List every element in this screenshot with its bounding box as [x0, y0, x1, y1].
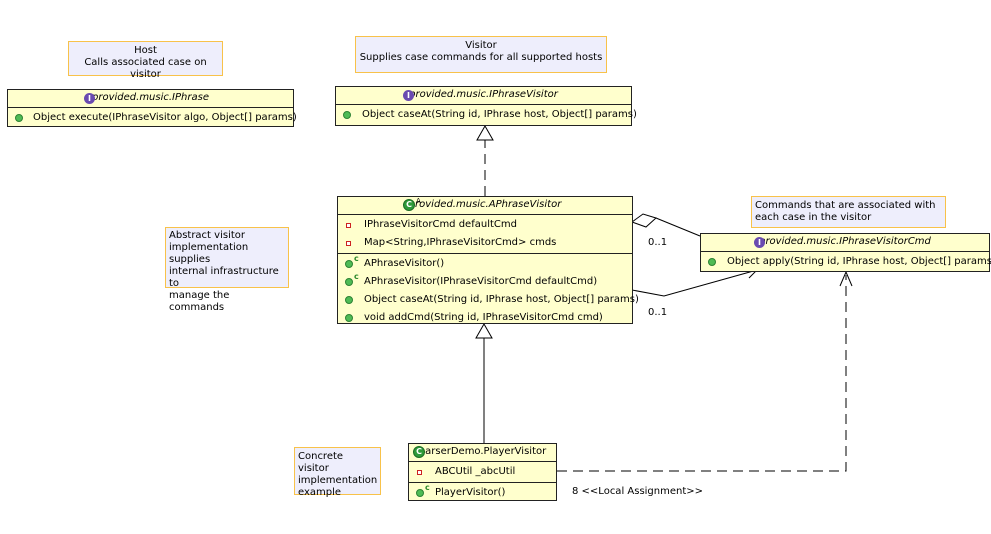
- public-method-icon: [343, 111, 351, 119]
- class-name: provided.music.IPhraseVisitorCmd: [759, 236, 931, 247]
- public-method-icon: [345, 278, 353, 286]
- note-commands-line-2: each case in the visitor: [755, 212, 872, 223]
- note-abstract: Abstract visitor implementation supplies…: [165, 227, 289, 313]
- note-host: Host Calls associated case on visitor: [68, 41, 223, 80]
- public-method-icon: [345, 260, 353, 268]
- methods-section: Object execute(IPhraseVisitor algo, Obje…: [8, 108, 297, 128]
- method-signature: Object apply(String id, IPhrase host, Ob…: [727, 256, 991, 267]
- field-row[interactable]: ABCUtil _abcUtil: [409, 463, 556, 481]
- method-row[interactable]: Object execute(IPhraseVisitor algo, Obje…: [8, 109, 297, 127]
- constructor-row[interactable]: c APhraseVisitor(IPhraseVisitorCmd defau…: [338, 272, 632, 291]
- note-host-line-2: Calls associated case on visitor: [84, 57, 207, 80]
- methods-section: c PlayerVisitor(): [409, 483, 556, 503]
- class-header: C parserDemo.PlayerVisitor: [409, 444, 556, 462]
- abstract-stereotype: A: [416, 197, 421, 205]
- class-name: provided.music.IPhraseVisitor: [409, 89, 558, 100]
- public-method-icon: [15, 114, 23, 122]
- note-abstract-line-2: implementation supplies: [169, 242, 249, 265]
- class-iphrase[interactable]: I provided.music.IPhrase Object execute(…: [7, 89, 297, 128]
- method-signature: APhraseVisitor(): [364, 258, 445, 269]
- constructor-row[interactable]: c APhraseVisitor(): [338, 254, 632, 273]
- class-header: I provided.music.IPhraseVisitorCmd: [701, 234, 989, 252]
- multiplicity-default-cmd: 0..1: [648, 307, 668, 318]
- field-row[interactable]: IPhraseVisitorCmd defaultCmd: [338, 216, 632, 234]
- class-aphrase-visitor[interactable]: C A provided.music.APhraseVisitor IPhras…: [337, 196, 639, 324]
- methods-section: Object apply(String id, IPhrase host, Ob…: [701, 252, 991, 272]
- method-signature: PlayerVisitor(): [435, 487, 506, 498]
- methods-section: Object caseAt(String id, IPhrase host, O…: [336, 105, 637, 125]
- method-signature: Object caseAt(String id, IPhrase host, O…: [362, 109, 637, 120]
- note-abstract-line-3: internal infrastructure to: [169, 266, 279, 289]
- field-declaration: Map<String,IPhraseVisitorCmd> cmds: [364, 237, 557, 248]
- method-signature: Object caseAt(String id, IPhrase host, O…: [364, 294, 639, 305]
- fields-section: ABCUtil _abcUtil: [409, 462, 556, 483]
- note-commands-line-1: Commands that are associated with: [755, 200, 936, 211]
- note-visitor-line-2: Supplies case commands for all supported…: [359, 52, 603, 63]
- note-commands: Commands that are associated with each c…: [751, 196, 946, 228]
- note-abstract-line-1: Abstract visitor: [169, 230, 245, 241]
- class-iphrase-visitor-cmd[interactable]: I provided.music.IPhraseVisitorCmd Objec…: [700, 233, 991, 272]
- method-row[interactable]: Object caseAt(String id, IPhrase host, O…: [338, 291, 639, 309]
- public-method-icon: [416, 489, 424, 497]
- class-c-icon: C: [413, 446, 425, 458]
- method-signature: void addCmd(String id, IPhraseVisitorCmd…: [364, 312, 603, 323]
- public-method-icon: [708, 258, 716, 266]
- note-concrete: Concrete visitor implementation example: [294, 447, 381, 498]
- method-row[interactable]: Object apply(String id, IPhrase host, Ob…: [701, 253, 991, 271]
- realization-aphrasevisitor-to-iphrasevisitor: [476, 124, 494, 196]
- association-default-cmd: [631, 267, 759, 297]
- private-field-icon: [417, 470, 422, 475]
- multiplicity-cmds: 0..1: [648, 237, 668, 248]
- field-declaration: IPhraseVisitorCmd defaultCmd: [364, 219, 517, 230]
- class-header: C A provided.music.APhraseVisitor: [338, 197, 632, 215]
- class-player-visitor[interactable]: C parserDemo.PlayerVisitor ABCUtil _abcU…: [408, 443, 557, 501]
- class-header: I provided.music.IPhrase: [8, 90, 293, 108]
- class-c-icon: C: [403, 199, 415, 211]
- note-concrete-line-1: Concrete visitor: [298, 451, 344, 474]
- public-method-icon: [345, 296, 353, 304]
- interface-i-icon: I: [84, 93, 95, 104]
- note-abstract-line-4: manage the commands: [169, 290, 230, 313]
- fields-section: IPhraseVisitorCmd defaultCmd Map<String,…: [338, 215, 632, 254]
- method-row[interactable]: void addCmd(String id, IPhraseVisitorCmd…: [338, 309, 632, 327]
- local-assignment-label: 8 <<Local Assignment>>: [572, 486, 704, 497]
- generalization-playervisitor-to-aphrasevisitor: [475, 322, 493, 443]
- public-method-icon: [345, 314, 353, 322]
- note-host-line-1: Host: [134, 45, 157, 56]
- interface-i-icon: I: [754, 237, 765, 248]
- constructor-c-icon: c: [354, 254, 359, 263]
- method-row[interactable]: Object caseAt(String id, IPhrase host, O…: [336, 106, 637, 124]
- dependency-local-assignment: [557, 270, 853, 472]
- method-signature: Object execute(IPhraseVisitor algo, Obje…: [33, 112, 297, 123]
- constructor-row[interactable]: c PlayerVisitor(): [409, 483, 556, 502]
- note-concrete-line-2: implementation: [298, 475, 378, 486]
- class-iphrase-visitor[interactable]: I provided.music.IPhraseVisitor Object c…: [335, 86, 637, 126]
- method-signature: APhraseVisitor(IPhraseVisitorCmd default…: [364, 276, 598, 287]
- note-visitor-line-1: Visitor: [465, 40, 497, 51]
- note-concrete-line-3: example: [298, 487, 342, 498]
- class-name: provided.music.APhraseVisitor: [408, 199, 562, 210]
- note-visitor: Visitor Supplies case commands for all s…: [355, 36, 607, 73]
- methods-section: c APhraseVisitor() c APhraseVisitor(IPhr…: [338, 254, 639, 328]
- field-declaration: ABCUtil _abcUtil: [435, 466, 516, 477]
- private-field-icon: [346, 223, 351, 228]
- constructor-c-icon: c: [425, 483, 430, 492]
- class-header: I provided.music.IPhraseVisitor: [336, 87, 631, 105]
- constructor-c-icon: c: [354, 272, 359, 281]
- class-name: provided.music.IPhrase: [92, 92, 209, 103]
- field-row[interactable]: Map<String,IPhraseVisitorCmd> cmds: [338, 234, 632, 252]
- private-field-icon: [346, 241, 351, 246]
- aggregation-cmds: [630, 213, 701, 237]
- class-name: parserDemo.PlayerVisitor: [418, 446, 547, 457]
- interface-i-icon: I: [403, 90, 414, 101]
